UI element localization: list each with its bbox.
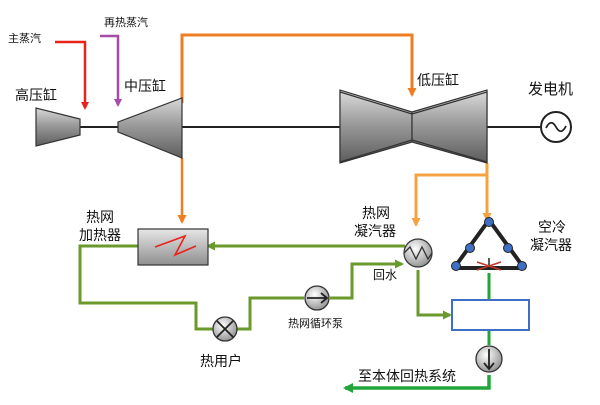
reheat-steam-line	[100, 34, 122, 107]
label-to-regen-system: 至本体回热系统	[358, 369, 456, 385]
label-circulation-pump: 热网循环泵	[288, 317, 343, 330]
label-heating-condenser-line1: 热网	[362, 206, 390, 222]
lp-cylinder-right-half	[411, 91, 488, 163]
air-condenser-node-bottom-left	[451, 261, 461, 271]
air-condenser-node-top	[484, 217, 494, 227]
condensate-pump-arrow-icon	[483, 349, 495, 371]
ip-to-lp-steam-line	[180, 33, 417, 103]
heating-heater	[137, 228, 209, 266]
label-air-condenser-line1: 空冷	[538, 220, 566, 236]
condensate-collection-box	[451, 299, 530, 331]
air-condenser-node-bottom-right	[517, 261, 527, 271]
to-regen-system-line	[343, 375, 491, 393]
supply-water-line	[78, 244, 213, 331]
label-hp-cylinder: 高压缸	[15, 87, 57, 104]
label-heating-heater-line1: 热网	[86, 210, 114, 226]
air-condenser-node-right	[503, 243, 513, 253]
heating-condenser	[403, 238, 433, 268]
label-reheat-steam: 再热蒸汽	[104, 15, 148, 29]
heater-coil-icon	[154, 234, 197, 257]
condenser-coil-icon	[403, 245, 433, 261]
hp-cylinder	[35, 107, 81, 147]
label-heat-user: 热用户	[200, 353, 242, 370]
sine-wave-icon	[545, 121, 567, 133]
pump-arrow-icon	[307, 292, 329, 304]
label-main-steam: 主蒸汽	[8, 31, 41, 45]
label-heating-heater-line2: 加热器	[79, 228, 121, 244]
main-steam-line	[55, 40, 89, 110]
label-return-water: 回水	[373, 268, 397, 282]
return-water-line	[237, 296, 304, 331]
label-heating-condenser-line2: 凝汽器	[354, 224, 396, 240]
heat-user-cross-icon	[216, 320, 234, 338]
fan-icon	[476, 261, 502, 271]
lp-cylinder-left-half	[339, 91, 413, 163]
label-lp-cylinder: 低压缸	[417, 72, 459, 89]
pump-to-condenser-line	[330, 259, 404, 300]
lp-exhaust-to-heating-condenser	[411, 173, 487, 227]
label-air-condenser-line2: 凝汽器	[530, 238, 572, 254]
label-ip-cylinder: 中压缸	[124, 78, 166, 95]
condenser-drain-line	[416, 270, 452, 320]
air-condenser-node-left	[465, 243, 475, 253]
ip-cylinder	[117, 97, 183, 159]
label-generator: 发电机	[528, 80, 573, 98]
